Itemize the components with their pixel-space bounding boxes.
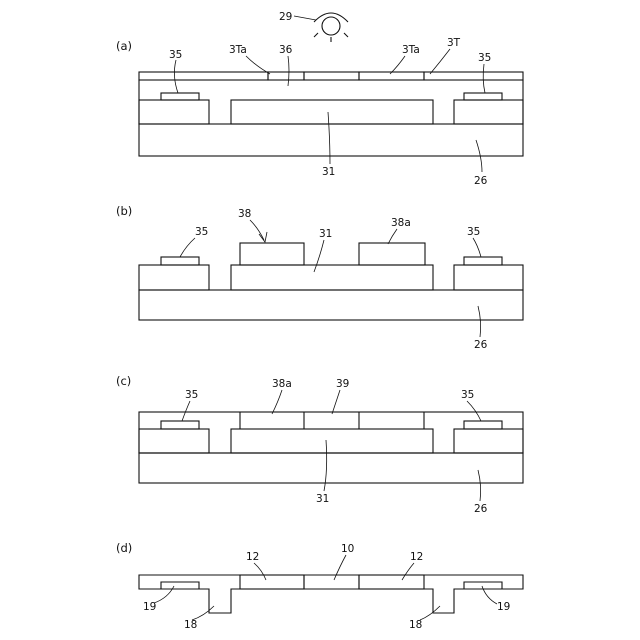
ref-26-label-b: 26 — [474, 339, 488, 351]
side-block-left-b — [139, 265, 209, 290]
ref-35-right-c: 35 — [461, 389, 474, 401]
pad-35-right-c — [464, 421, 502, 429]
panel-label-c: (c) — [116, 374, 131, 388]
ref-35-right-b: 35 — [467, 226, 480, 238]
ref-38a-label-b: 38a — [391, 217, 411, 229]
panel-label-d: (d) — [116, 541, 132, 555]
side-block-left-c — [139, 429, 209, 453]
ref-38a-label-c: 38a — [272, 378, 292, 390]
ref-29-label: 29 — [279, 11, 292, 23]
side-block-right-b — [454, 265, 523, 290]
core-31-c — [231, 429, 433, 453]
lamp-icon — [314, 13, 348, 42]
ref-39-label: 39 — [336, 378, 349, 390]
base-layer-26-b — [139, 290, 523, 320]
core-31-b — [231, 265, 433, 290]
final-structure — [139, 575, 523, 613]
ref-38-label: 38 — [238, 208, 251, 220]
side-block-left — [139, 100, 209, 124]
panel-c: (c) 35 38a 39 35 31 26 — [116, 374, 523, 515]
opening-12-left — [240, 575, 304, 589]
panel-label-a: (a) — [116, 39, 132, 53]
resin-layer-36 — [139, 80, 523, 124]
side-block-right-c — [454, 429, 523, 453]
mask-3T-center — [304, 72, 359, 80]
panel-d: (d) 12 10 12 19 18 18 19 — [116, 541, 523, 631]
ref-35-left-a: 35 — [169, 49, 182, 61]
ref-31-label-c: 31 — [316, 493, 329, 505]
opening-3Ta-left — [268, 72, 304, 80]
base-layer-26-c — [139, 453, 523, 483]
opening-3Ta-right — [359, 72, 424, 80]
ref-3Ta-right-label: 3Ta — [402, 44, 420, 56]
pad-35-left-c — [161, 421, 199, 429]
ref-19-right-label: 19 — [497, 601, 510, 613]
base-layer-26 — [139, 124, 523, 156]
core-31 — [231, 100, 433, 124]
panel-a: (a) 29 35 3Ta 36 — [116, 11, 523, 187]
ref-26-label-c: 26 — [474, 503, 488, 515]
ref-3T-label: 3T — [447, 37, 461, 49]
pad-35-left — [161, 93, 199, 100]
opening-12-right — [359, 575, 424, 589]
ref-35-left-b: 35 — [195, 226, 208, 238]
ref-35-left-c: 35 — [185, 389, 198, 401]
ref-31-label-a: 31 — [322, 166, 335, 178]
ref-26-label-a: 26 — [474, 175, 488, 187]
mask-3T-left — [139, 72, 268, 80]
ref-12-right-label: 12 — [410, 551, 423, 563]
ref-31-label-b: 31 — [319, 228, 332, 240]
ref-35-right-a: 35 — [478, 52, 491, 64]
ref-36-label: 36 — [279, 44, 293, 56]
pad-35-right-b — [464, 257, 502, 265]
side-block-right — [454, 100, 523, 124]
pattern-38a — [359, 243, 425, 265]
pad-35-left-b — [161, 257, 199, 265]
ref-3Ta-left-label: 3Ta — [229, 44, 247, 56]
ref-18-left-label: 18 — [184, 619, 197, 631]
fill-layer-39 — [139, 412, 523, 453]
mask-3T-right — [424, 72, 523, 80]
ref-18-right-label: 18 — [409, 619, 422, 631]
pad-35-right — [464, 93, 502, 100]
panel-label-b: (b) — [116, 204, 132, 218]
pattern-38 — [240, 243, 304, 265]
panel-b: (b) 35 38 31 38a 35 26 — [116, 204, 523, 351]
ref-10-label: 10 — [341, 543, 354, 555]
ref-12-left-label: 12 — [246, 551, 259, 563]
